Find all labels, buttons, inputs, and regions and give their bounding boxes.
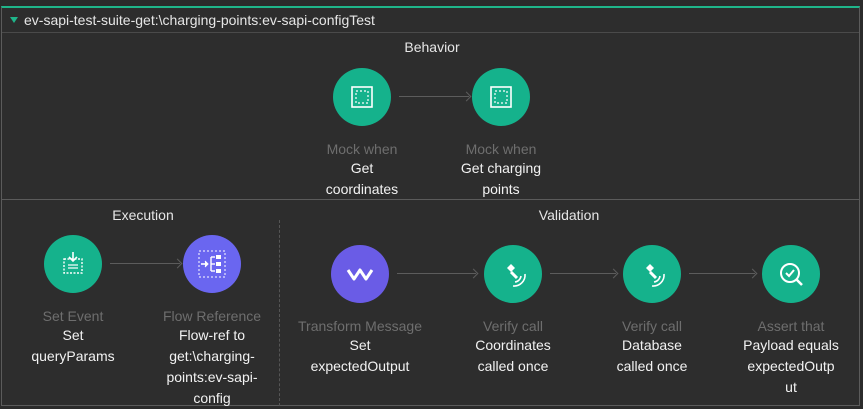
node-name: Database called once [616, 337, 688, 374]
assert-that-node[interactable]: Assert that Payload equals expectedOutp … [721, 245, 861, 398]
node-name: Set expectedOutput [310, 337, 410, 374]
flow-arrow [397, 273, 476, 274]
flow-reference-node[interactable]: Flow Reference Flow-ref to get:\charging… [142, 235, 282, 409]
mock-icon [333, 68, 391, 126]
section-execution: Execution [112, 207, 174, 223]
test-title: ev-sapi-test-suite-get:\charging-points:… [24, 12, 375, 28]
flow-arrow [689, 273, 755, 274]
node-name: Get coordinates [325, 160, 399, 197]
verify-call-icon [623, 245, 681, 303]
mock-when-coordinates[interactable]: Mock when Get coordinates [292, 68, 432, 200]
verify-call-coordinates-node[interactable]: Verify call Coordinates called once [443, 245, 583, 377]
node-type: Mock when [465, 141, 537, 157]
test-suite-panel: ev-sapi-test-suite-get:\charging-points:… [1, 6, 860, 406]
section-validation: Validation [538, 207, 600, 223]
verify-call-icon [484, 245, 542, 303]
flow-arrow [550, 273, 616, 274]
assert-icon [762, 245, 820, 303]
collapse-triangle-icon[interactable] [10, 17, 18, 23]
node-name: Flow-ref to get:\charging- points:ev-sap… [166, 327, 258, 406]
node-name: Set queryParams [31, 327, 115, 364]
node-type: Verify call [483, 318, 543, 334]
node-name: Payload equals expectedOutp ut [743, 337, 839, 395]
transform-icon [331, 245, 389, 303]
column-divider [279, 220, 280, 406]
flow-arrow [399, 96, 469, 97]
mock-icon [472, 68, 530, 126]
flow-reference-icon [183, 235, 241, 293]
section-behavior: Behavior [404, 39, 460, 55]
node-name: Get charging points [460, 160, 542, 197]
set-event-node[interactable]: Set Event Set queryParams [3, 235, 143, 367]
node-type: Mock when [326, 141, 398, 157]
node-type: Flow Reference [162, 308, 262, 324]
flow-arrow [110, 263, 180, 264]
node-type: Transform Message [298, 318, 422, 334]
node-name: Coordinates called once [475, 337, 551, 374]
verify-call-database-node[interactable]: Verify call Database called once [582, 245, 722, 377]
set-event-icon [44, 235, 102, 293]
node-type: Set Event [42, 308, 104, 324]
node-type: Assert that [757, 318, 825, 334]
transform-message-node[interactable]: Transform Message Set expectedOutput [290, 245, 430, 377]
title-bar[interactable]: ev-sapi-test-suite-get:\charging-points:… [2, 8, 859, 33]
section-divider [2, 199, 859, 200]
mock-when-charging-points[interactable]: Mock when Get charging points [431, 68, 571, 200]
node-type: Verify call [622, 318, 682, 334]
